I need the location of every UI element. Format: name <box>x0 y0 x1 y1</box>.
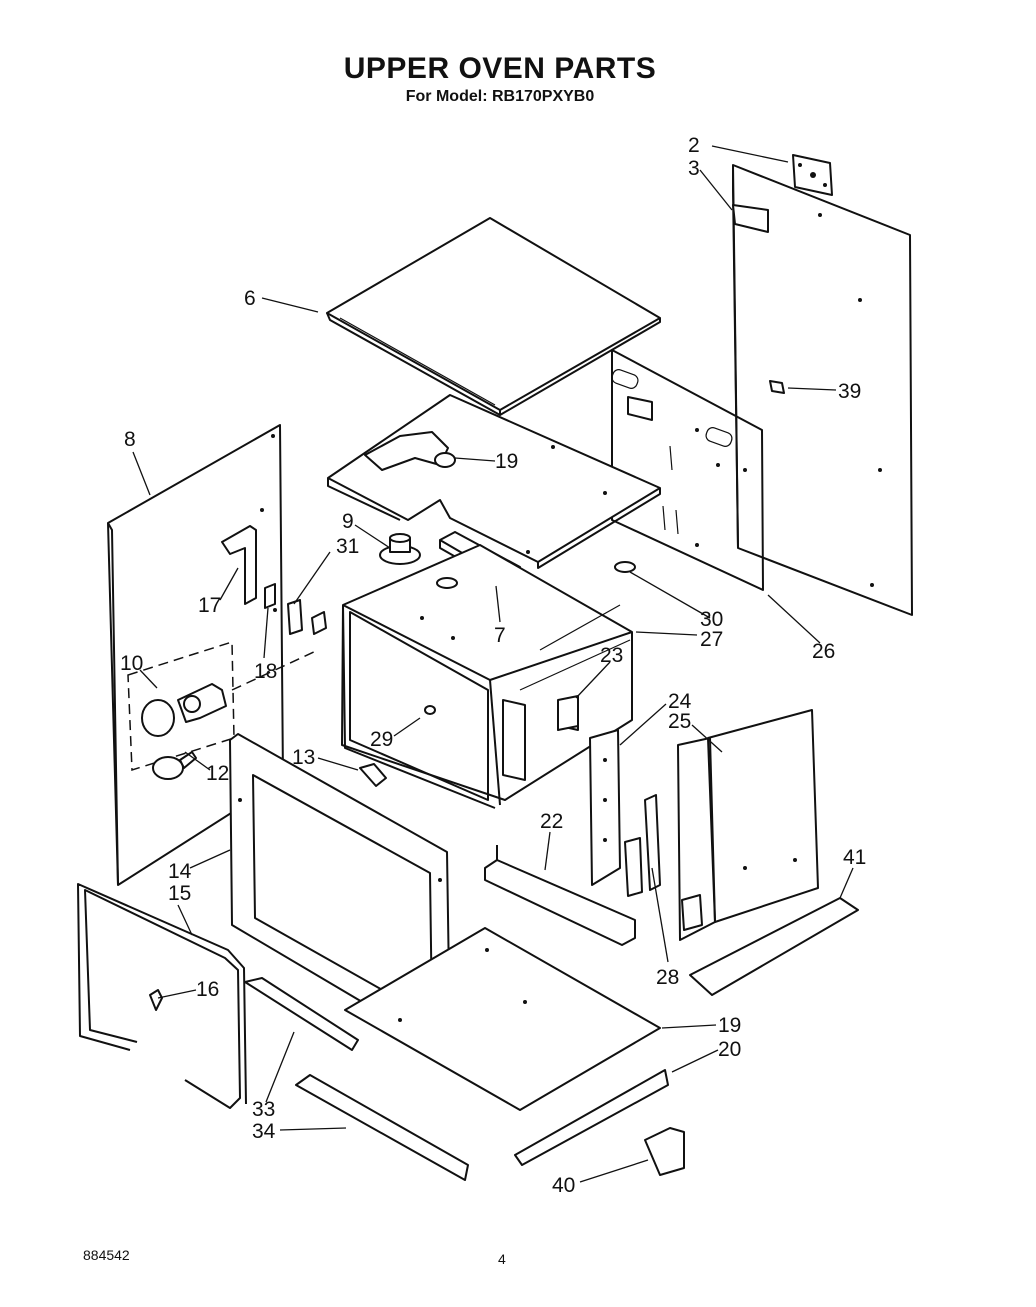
part-26-rear-panel <box>732 164 913 616</box>
part-27-oven-cavity <box>341 544 633 809</box>
callout-10: 10 <box>120 652 143 675</box>
part-39-clip <box>769 380 785 394</box>
part-19-top-wrap <box>327 394 661 569</box>
callout-28: 28 <box>656 966 679 989</box>
part-18-switch <box>264 583 276 609</box>
callout-labels: 2 3 6 39 8 19 9 31 17 7 30 27 26 10 18 2… <box>120 134 866 1197</box>
part-20-rail <box>514 1069 669 1166</box>
callout-7: 7 <box>494 624 506 647</box>
part-15-gasket <box>77 883 247 1109</box>
part-12-bulb <box>152 751 197 780</box>
callout-40: 40 <box>552 1174 575 1197</box>
part-22-rail <box>484 845 636 946</box>
model-subtitle: For Model: RB170PXYB0 <box>405 88 595 105</box>
callout-39: 39 <box>838 380 861 403</box>
callout-12: 12 <box>206 762 229 785</box>
callout-19-top: 19 <box>495 450 518 473</box>
part-6-top-panel <box>326 217 661 416</box>
part-34-rail <box>295 1074 469 1181</box>
callout-25: 25 <box>668 710 691 733</box>
part-10-light-assembly <box>127 640 319 772</box>
callout-24: 24 <box>668 690 692 713</box>
part-2-bracket <box>792 154 833 196</box>
callout-13: 13 <box>292 746 315 769</box>
callout-22: 22 <box>540 810 563 833</box>
part-13-clip <box>359 763 387 787</box>
callout-16: 16 <box>196 978 219 1001</box>
callout-29: 29 <box>370 728 393 751</box>
callout-41: 41 <box>843 846 866 869</box>
part-40-bracket <box>644 1127 685 1176</box>
callout-14: 14 <box>168 860 192 883</box>
callout-20: 20 <box>718 1038 741 1061</box>
part-17-bracket <box>221 525 257 605</box>
callout-33: 33 <box>252 1098 275 1121</box>
callout-30: 30 <box>700 608 723 631</box>
callout-19-bottom: 19 <box>718 1014 741 1037</box>
callout-26: 26 <box>812 640 835 663</box>
part-25-vent-panel <box>677 709 819 941</box>
part-27-side-panel <box>611 349 764 591</box>
callout-18: 18 <box>254 660 277 683</box>
callout-31: 31 <box>336 535 359 558</box>
callout-3: 3 <box>688 157 700 180</box>
callout-34: 34 <box>252 1120 276 1143</box>
part-33-channel <box>244 977 359 1051</box>
part-16-clip <box>149 989 163 1011</box>
part-9-vent <box>379 533 421 565</box>
callout-17: 17 <box>198 594 221 617</box>
part-24-hinge-receptacle <box>589 729 621 886</box>
callout-9: 9 <box>342 510 354 533</box>
callout-leaders <box>132 145 854 1183</box>
callout-23: 23 <box>600 644 623 667</box>
part-23-bracket <box>557 695 579 731</box>
callout-6: 6 <box>244 287 256 310</box>
part-41-rail <box>689 897 859 996</box>
part-19-bottom-panel <box>344 927 661 1111</box>
page-title: UPPER OVEN PARTS <box>343 52 657 85</box>
callout-15: 15 <box>168 882 191 905</box>
callout-2: 2 <box>688 134 700 157</box>
page-number: 4 <box>498 1251 506 1267</box>
callout-27: 27 <box>700 628 723 651</box>
callout-8: 8 <box>124 428 136 451</box>
part-30-grommet <box>614 561 636 573</box>
part-28-hinge <box>624 794 661 897</box>
document-number: 884542 <box>83 1247 130 1263</box>
part-31-bracket <box>287 599 327 635</box>
